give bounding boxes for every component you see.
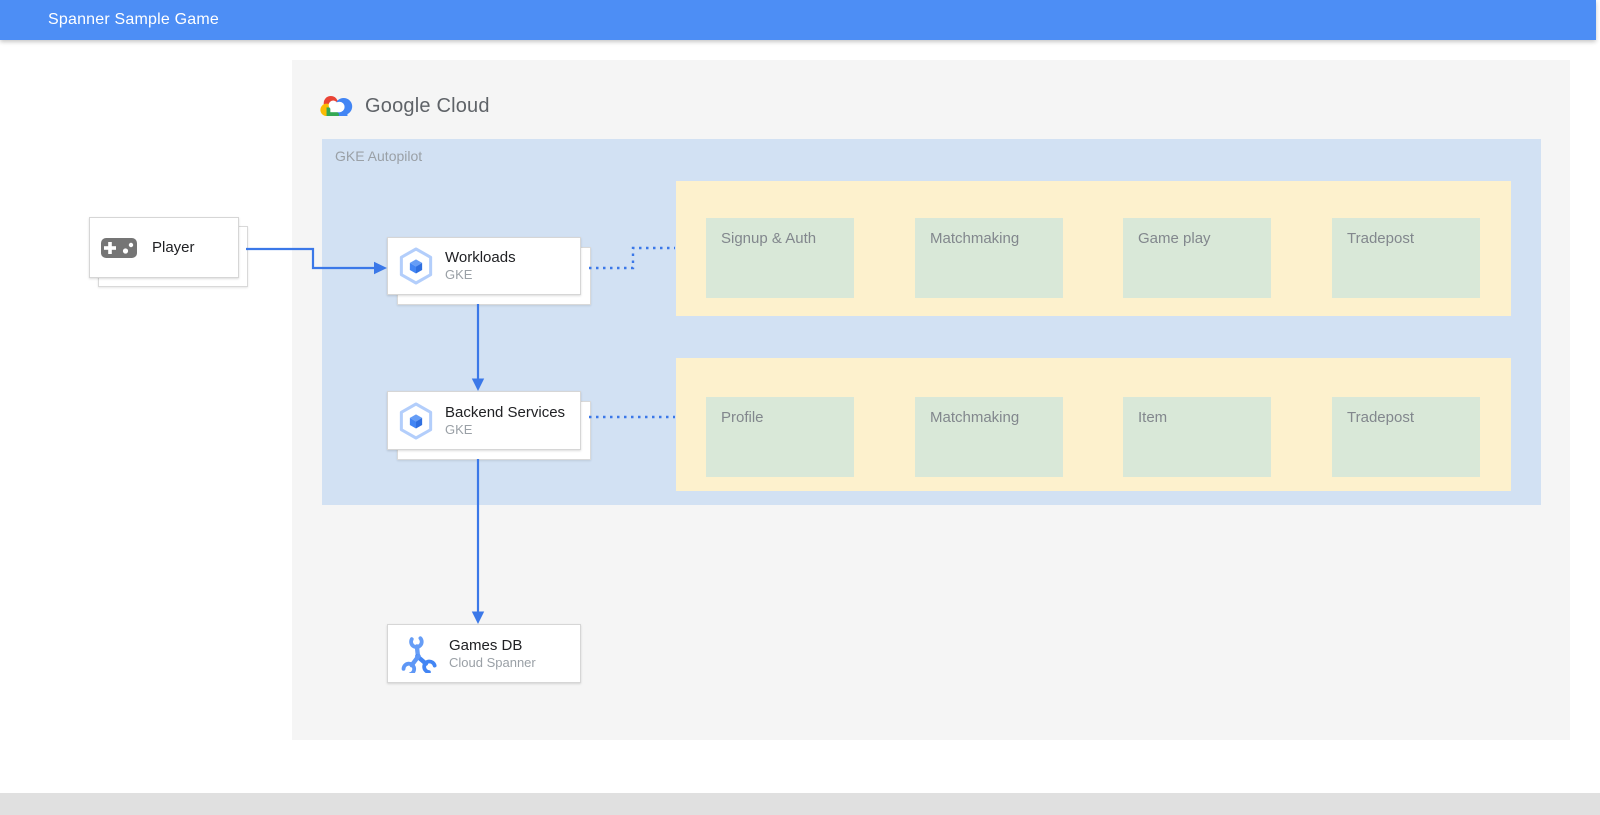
games-db-node: Games DB Cloud Spanner [387,624,581,683]
service-box-label: Signup & Auth [721,230,817,247]
service-box: Signup & Auth [706,218,854,298]
service-box-label: Game play [1138,230,1211,247]
workloads-node: Workloads GKE [387,237,581,295]
workloads-title: Workloads [445,249,516,266]
games-db-subtitle: Cloud Spanner [449,654,536,670]
gke-autopilot-label: GKE Autopilot [335,148,423,164]
google-cloud-wordmark: Google Cloud [365,95,490,117]
gamepad-icon [101,237,137,258]
google-cloud-logo: Google Cloud [318,92,490,121]
player-node: Player [89,217,239,278]
service-box: Profile [706,397,854,477]
backend-services-panel: Profile Matchmaking Item Tradepost [676,358,1511,491]
backend-services-node: Backend Services GKE [387,391,581,450]
service-box: Matchmaking [915,397,1063,477]
google-cloud-icon [320,96,353,116]
gke-icon [399,401,433,440]
app-title: Spanner Sample Game [48,11,220,28]
games-db-title: Games DB [449,636,523,654]
app-header: Spanner Sample Game [0,0,1596,40]
service-box: Tradepost [1332,397,1480,477]
service-box: Game play [1123,218,1271,298]
workloads-subtitle: GKE [445,267,473,282]
service-box: Tradepost [1332,218,1480,298]
service-box-label: Item [1138,409,1168,426]
service-box-label: Tradepost [1347,230,1414,247]
footer-bar [0,793,1600,815]
workload-services-panel: Signup & Auth Matchmaking Game play Trad… [676,181,1511,316]
service-box-label: Tradepost [1347,409,1414,426]
service-box-label: Matchmaking [930,409,1020,426]
backend-services-title: Backend Services [445,403,566,421]
service-box: Matchmaking [915,218,1063,298]
cloud-spanner-icon [399,635,437,673]
player-label: Player [152,239,195,256]
backend-services-subtitle: GKE [445,421,473,437]
service-box-label: Matchmaking [930,230,1020,247]
service-box-label: Profile [721,409,764,426]
service-box: Item [1123,397,1271,477]
gke-icon [399,247,433,285]
